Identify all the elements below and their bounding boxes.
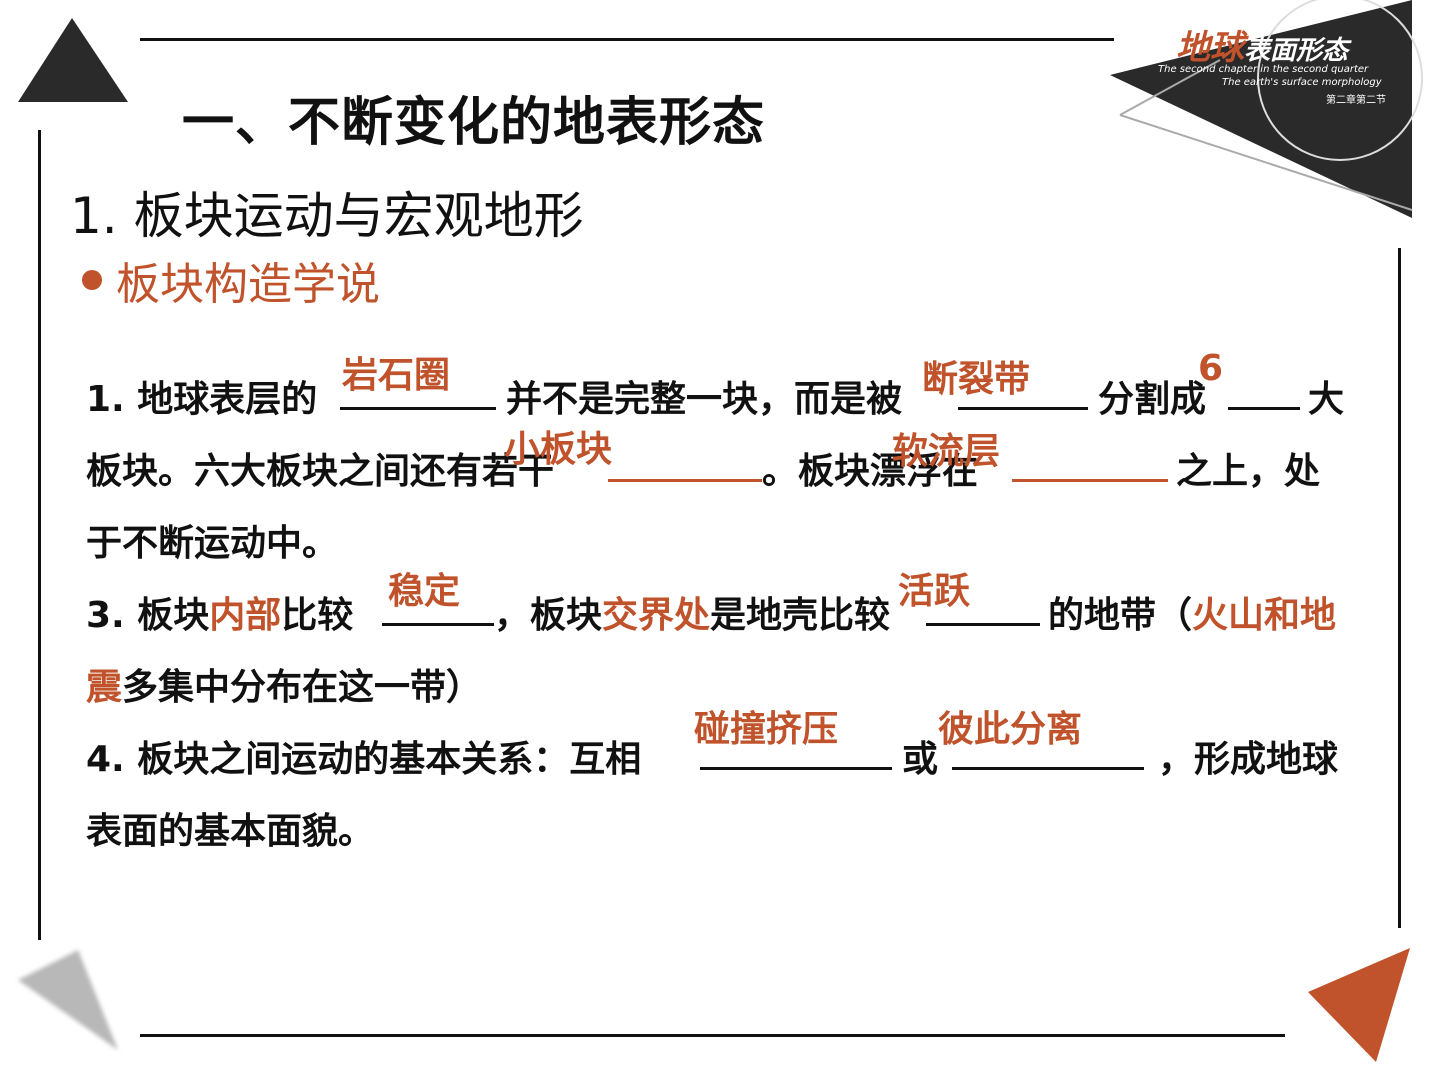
brand-line3: 第二章第二节 bbox=[1326, 95, 1386, 106]
brand-line1: The second chapter in the second quarter bbox=[1158, 64, 1369, 75]
bottom-rule bbox=[140, 1034, 1285, 1037]
q1-part2: 并不是完整一块，而是被 bbox=[506, 379, 903, 420]
q4-p1: 4. 板块之间运动的基本关系：互相 bbox=[86, 739, 642, 780]
q1-part4: 大 bbox=[1308, 379, 1345, 420]
section-subtitle: 1. 板块运动与宏观地形 bbox=[70, 187, 584, 245]
bullet-heading: 板块构造学说 bbox=[82, 248, 380, 312]
answer-small-plates: 小板块 bbox=[504, 429, 613, 470]
q1-line2a: 板块。六大板块之间还有若干 bbox=[86, 451, 555, 492]
q3-p4: ，板块 bbox=[494, 595, 603, 636]
bullet-dot-icon bbox=[82, 270, 102, 290]
q1-part1: 1. 地球表层的 bbox=[86, 379, 318, 420]
brand-title-main: 表面形态 bbox=[1244, 36, 1349, 66]
q3-p7: 的地带（ bbox=[1048, 595, 1193, 636]
brand-badge bbox=[1110, 0, 1423, 218]
top-rule bbox=[140, 38, 1114, 41]
q3-blank1 bbox=[382, 623, 494, 626]
q3-line1c: 的地带（火山和地 bbox=[1048, 586, 1336, 638]
top-left-triangle bbox=[18, 18, 128, 102]
q4-blank1 bbox=[700, 767, 892, 770]
brand-title-accent: 地球 bbox=[1176, 28, 1244, 68]
bottom-right-triangle bbox=[1308, 948, 1410, 1062]
answer-six: 6 bbox=[1198, 348, 1224, 389]
bullet-heading-text: 板块构造学说 bbox=[116, 259, 380, 310]
q1-line2b: 。板块漂浮在 bbox=[762, 451, 979, 492]
q3-line2: 震多集中分布在这一带） bbox=[86, 658, 482, 710]
left-rule bbox=[38, 130, 41, 940]
q1-blank2 bbox=[958, 407, 1088, 410]
right-rule bbox=[1398, 248, 1401, 928]
q3-l2b: 多集中分布在这一带） bbox=[122, 667, 483, 708]
q1-part3: 分割成 bbox=[1098, 379, 1207, 420]
answer-lithosphere: 岩石圈 bbox=[342, 355, 451, 396]
q1-blank4 bbox=[608, 479, 762, 482]
q3-p5: 交界处 bbox=[602, 595, 711, 636]
q4-p3: ，形成地球 bbox=[1158, 739, 1339, 780]
q3-l2a: 震 bbox=[86, 667, 123, 708]
q3-p6: 是地壳比较 bbox=[710, 595, 891, 636]
q3-line1: 3. 板块内部比较 bbox=[86, 586, 353, 638]
q4-l2: 表面的基本面貌。 bbox=[86, 811, 375, 852]
brand-line2: The earth's surface morphology bbox=[1222, 77, 1382, 88]
q1-blank5 bbox=[1012, 479, 1168, 482]
q1-line2c: 之上，处 bbox=[1176, 451, 1321, 492]
q3-line1b: ，板块交界处是地壳比较 bbox=[494, 586, 890, 638]
answer-separation: 彼此分离 bbox=[938, 709, 1083, 750]
q4-p2: 或 bbox=[902, 739, 939, 780]
bottom-left-triangle bbox=[18, 950, 118, 1050]
q1-blank3 bbox=[1228, 407, 1300, 410]
answer-asthenosphere: 软流层 bbox=[892, 431, 1001, 472]
q3-p1: 3. 板块 bbox=[86, 595, 210, 636]
q3-p2: 内部 bbox=[209, 595, 282, 636]
q3-blank2 bbox=[926, 623, 1040, 626]
answer-stable: 稳定 bbox=[388, 571, 461, 612]
q1-line3: 于不断运动中。 bbox=[86, 523, 339, 564]
page-title: 一、不断变化的地表形态 bbox=[182, 93, 766, 153]
answer-active: 活跃 bbox=[898, 571, 971, 612]
answer-collision: 碰撞挤压 bbox=[694, 709, 839, 750]
q1-blank1 bbox=[340, 407, 496, 410]
brand-title: 地球表面形态 bbox=[1176, 20, 1348, 69]
answer-fault-zone: 断裂带 bbox=[922, 359, 1031, 400]
q3-p3: 比较 bbox=[281, 595, 354, 636]
q3-p8: 火山和地 bbox=[1192, 595, 1337, 636]
q4-blank2 bbox=[952, 767, 1144, 770]
